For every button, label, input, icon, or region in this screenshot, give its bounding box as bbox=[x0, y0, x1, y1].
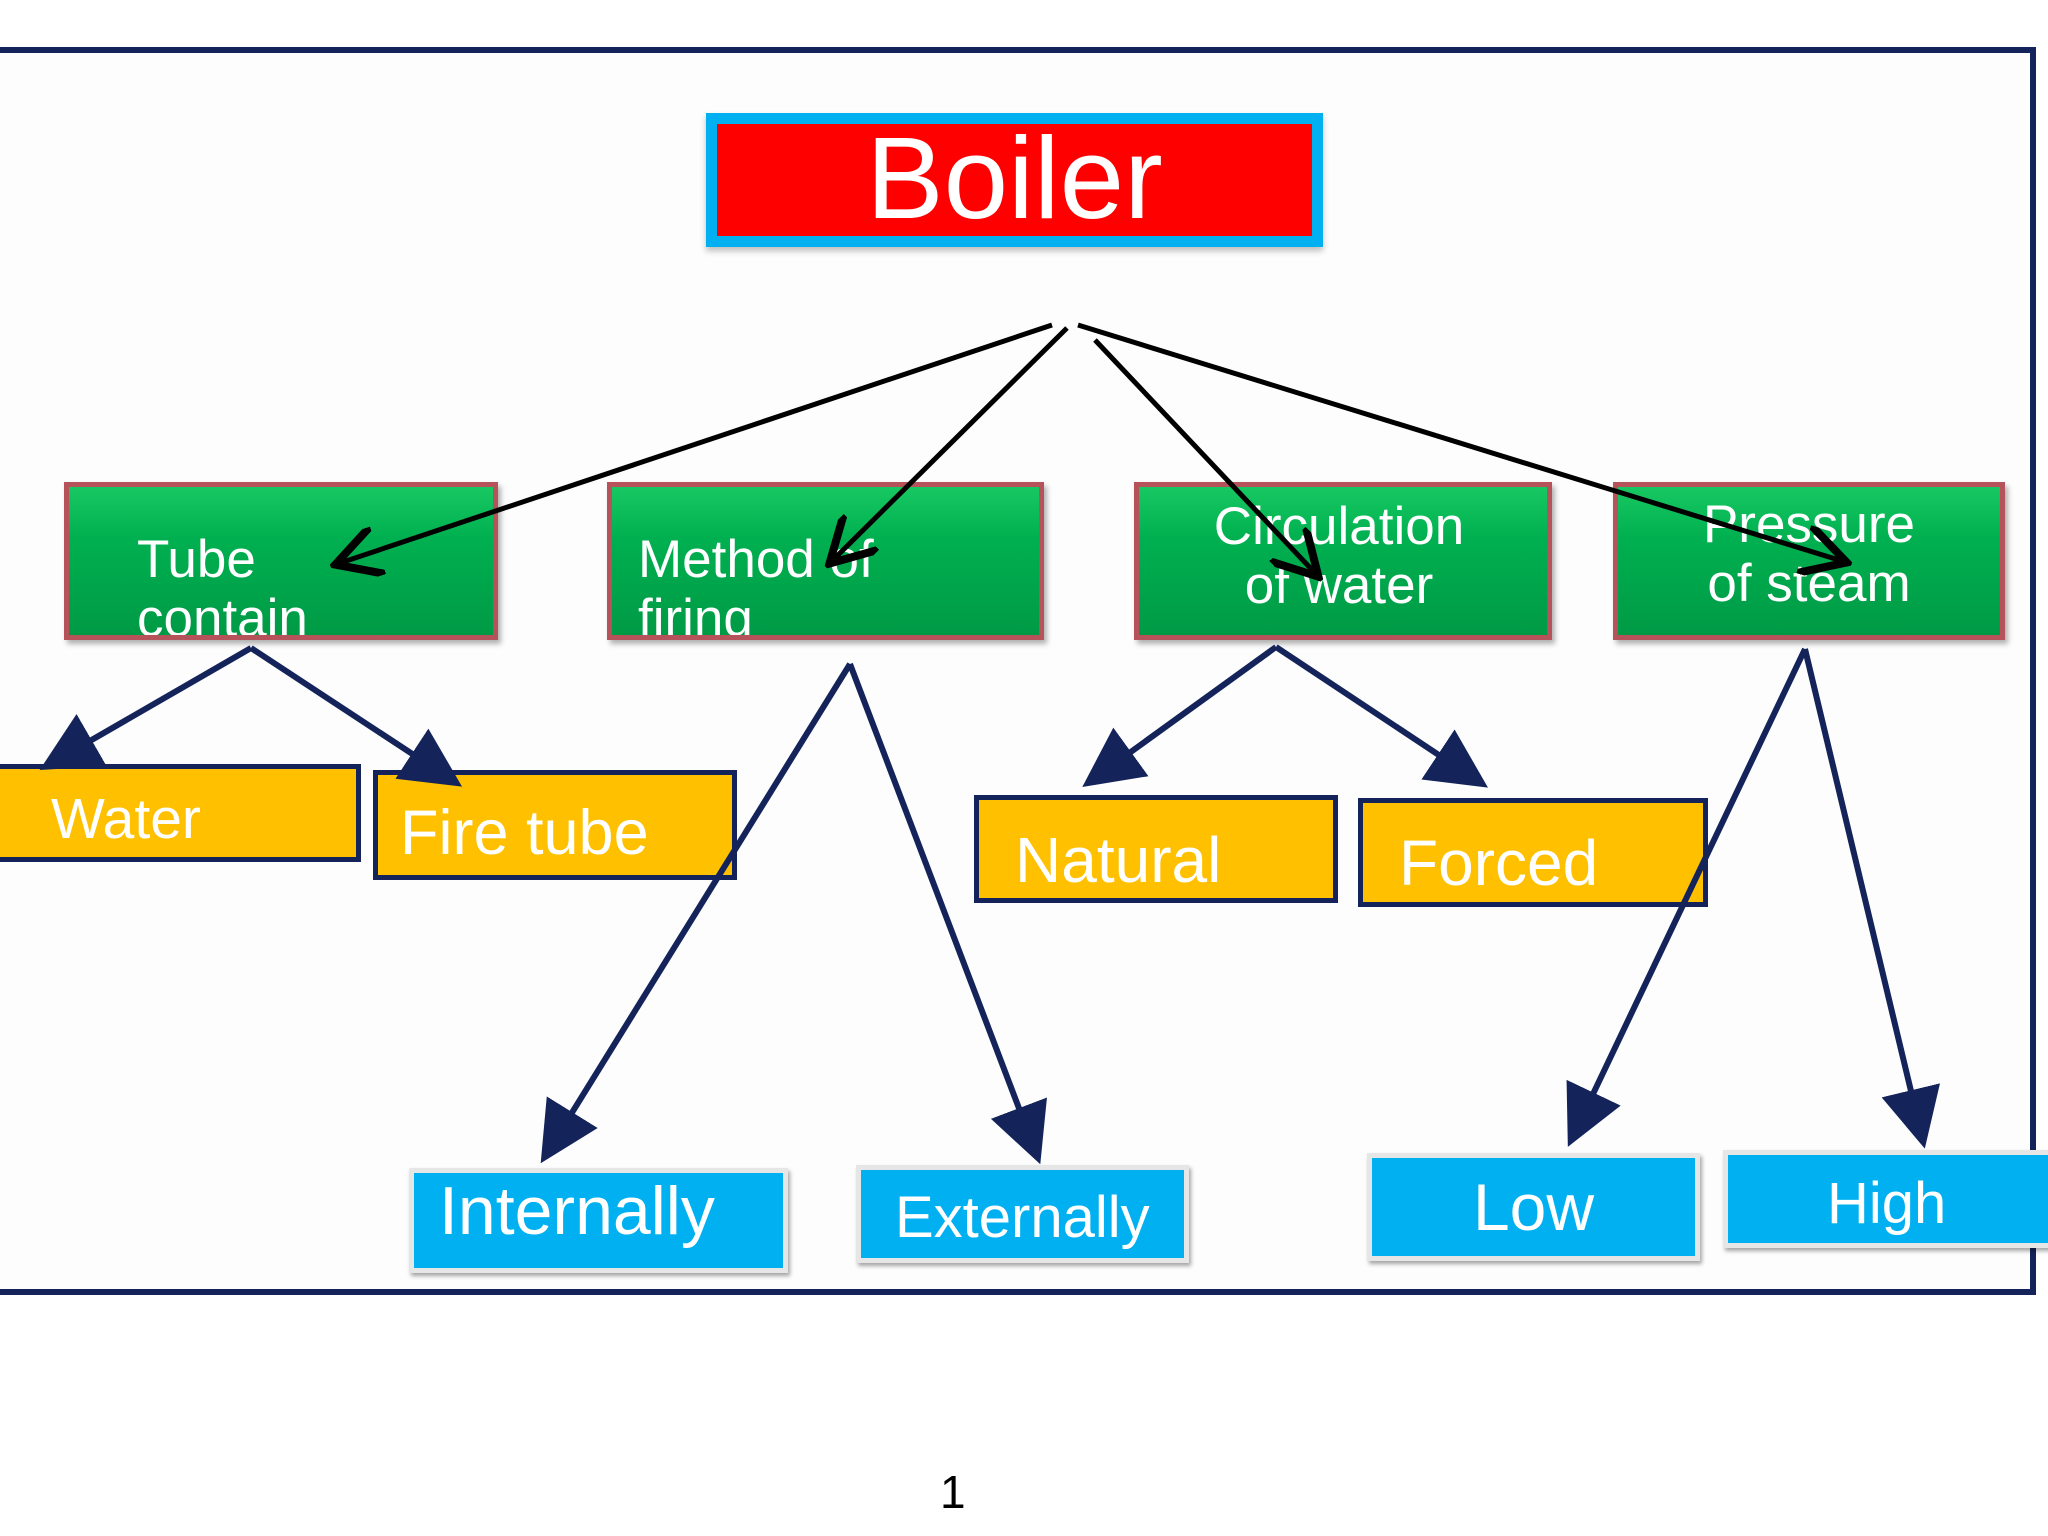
root-label: Boiler bbox=[717, 120, 1312, 236]
leaf-forced: Forced bbox=[1358, 798, 1708, 907]
leaf-label-natural: Natural bbox=[1015, 824, 1222, 896]
leaf-high: High bbox=[1723, 1150, 2048, 1248]
arrow-tube-contain-to-fire-tube bbox=[249, 645, 463, 787]
arrow-pressure-to-high bbox=[1802, 648, 1940, 1149]
leaf-fire-tube: Fire tube bbox=[373, 770, 737, 880]
leaf-natural: Natural bbox=[974, 795, 1338, 903]
arrow-method-of-firing-to-externally bbox=[847, 662, 1047, 1165]
leaf-label-high: High bbox=[1827, 1171, 1947, 1236]
leaf-label-water: Water bbox=[51, 787, 201, 851]
leaf-label-forced: Forced bbox=[1399, 827, 1599, 899]
leaf-label-internally: Internally bbox=[439, 1173, 715, 1249]
arrow-root-to-pressure-of-steam bbox=[1077, 322, 1842, 561]
arrow-method-of-firing-to-internally bbox=[540, 662, 853, 1164]
leaf-label-fire-tube: Fire tube bbox=[400, 798, 649, 868]
diagram-frame bbox=[0, 47, 2036, 1295]
category-label-tube-contain: Tube contain bbox=[137, 530, 308, 640]
category-label-pressure-of-steam: Pressure of steam bbox=[1702, 495, 1916, 614]
arrow-pressure-to-low bbox=[1566, 647, 1808, 1147]
arrow-circulation-to-natural bbox=[1082, 644, 1278, 788]
arrow-root-to-method-of-firing bbox=[833, 326, 1069, 560]
arrow-root-to-circulation-of-water bbox=[1093, 338, 1315, 573]
leaf-label-externally: Externally bbox=[895, 1185, 1150, 1250]
leaf-externally: Externally bbox=[856, 1165, 1189, 1263]
page-number: 1 bbox=[940, 1466, 966, 1518]
leaf-water: Water bbox=[0, 764, 361, 862]
category-tube-contain: Tube contain bbox=[64, 482, 498, 640]
leaf-low: Low bbox=[1367, 1153, 1700, 1261]
arrow-circulation-to-forced bbox=[1274, 644, 1488, 788]
root-node-boiler: Boiler bbox=[706, 113, 1323, 247]
leaf-label-low: Low bbox=[1472, 1170, 1595, 1244]
arrow-root-to-tube-contain bbox=[340, 322, 1053, 563]
leaf-internally: Internally bbox=[409, 1168, 788, 1273]
arrow-tube-contain-to-water bbox=[39, 645, 253, 770]
